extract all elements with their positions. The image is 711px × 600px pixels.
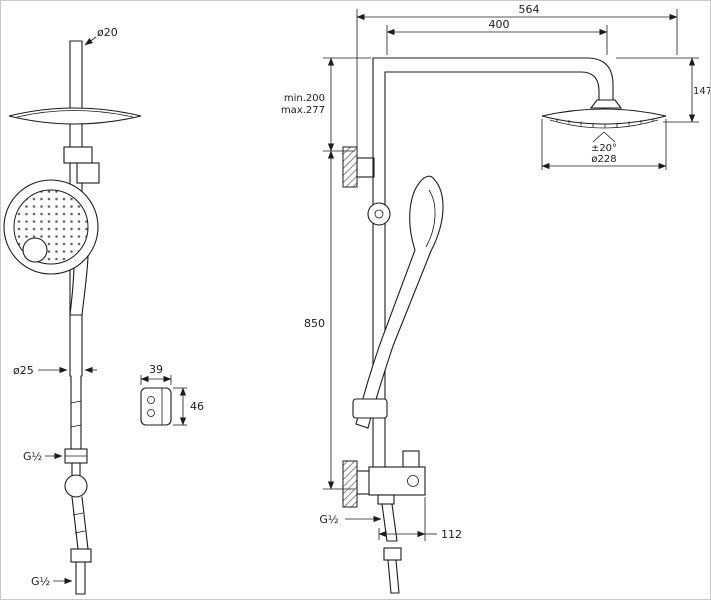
- mount-max-label: max.277: [281, 105, 325, 116]
- front-shower-arm: [372, 57, 614, 101]
- side-shower-holder: [63, 146, 100, 184]
- front-dim-outlet-thread: G½: [319, 513, 382, 526]
- side-dim-hose-thread: G½: [23, 450, 63, 463]
- front-dim-arm-reach: 400: [386, 18, 608, 55]
- front-dim-outlet-offset: 112: [378, 497, 462, 541]
- inlet-thread-label: G½: [31, 575, 50, 588]
- side-view: ø20 ø25 G½: [3, 26, 142, 595]
- wall-bracket-shape: [140, 387, 172, 426]
- mount-min-label: min.200: [284, 93, 325, 104]
- side-ball-joint: [64, 462, 88, 498]
- head-drop-label: 147: [693, 86, 711, 97]
- bracket-detail: 39 46: [140, 363, 204, 426]
- front-dim-column-height: 850: [304, 150, 355, 490]
- front-overhead-shower: [541, 99, 667, 129]
- side-dim-top-diameter: ø20: [84, 26, 118, 46]
- arm-reach-label: 400: [489, 18, 510, 31]
- front-view: 564 400 147 min.200 max.277 850: [281, 3, 711, 594]
- bracket-height-label: 46: [190, 400, 204, 413]
- top-diameter-label: ø20: [97, 26, 118, 39]
- front-dim-overall-width: 564: [356, 3, 678, 147]
- side-dim-riser-diameter: ø25: [13, 364, 97, 377]
- front-dim-mount-range: min.200 max.277: [281, 57, 371, 152]
- front-hand-shower: [355, 175, 444, 429]
- side-overhead-shower: [8, 107, 142, 125]
- front-dim-head-diameter: ø228: [541, 119, 667, 170]
- hose-thread-label: G½: [23, 450, 42, 463]
- front-dim-head-tilt: ±20°: [591, 131, 617, 154]
- wall-hatch-bottom: [342, 460, 358, 508]
- wall-hatch-top: [342, 146, 358, 188]
- head-tilt-label: ±20°: [591, 143, 617, 154]
- front-outlet-body: [368, 450, 426, 594]
- front-hand-shower-holder: [352, 398, 388, 419]
- riser-diameter-label: ø25: [13, 364, 34, 377]
- outlet-offset-label: 112: [441, 528, 462, 541]
- side-hand-shower: [3, 179, 99, 316]
- overall-width-label: 564: [519, 3, 540, 16]
- bracket-width-label: 39: [149, 363, 163, 376]
- front-dim-head-drop: 147: [616, 57, 711, 123]
- side-lower-hose: [70, 496, 92, 595]
- side-dim-inlet-thread: G½: [31, 575, 73, 588]
- head-diameter-label: ø228: [591, 154, 616, 165]
- front-wall-bracket-top: [342, 146, 375, 188]
- side-hose-nut: [64, 448, 88, 464]
- front-diverter-knob: [367, 202, 391, 226]
- column-height-label: 850: [304, 317, 325, 330]
- outlet-thread-label: G½: [319, 513, 338, 526]
